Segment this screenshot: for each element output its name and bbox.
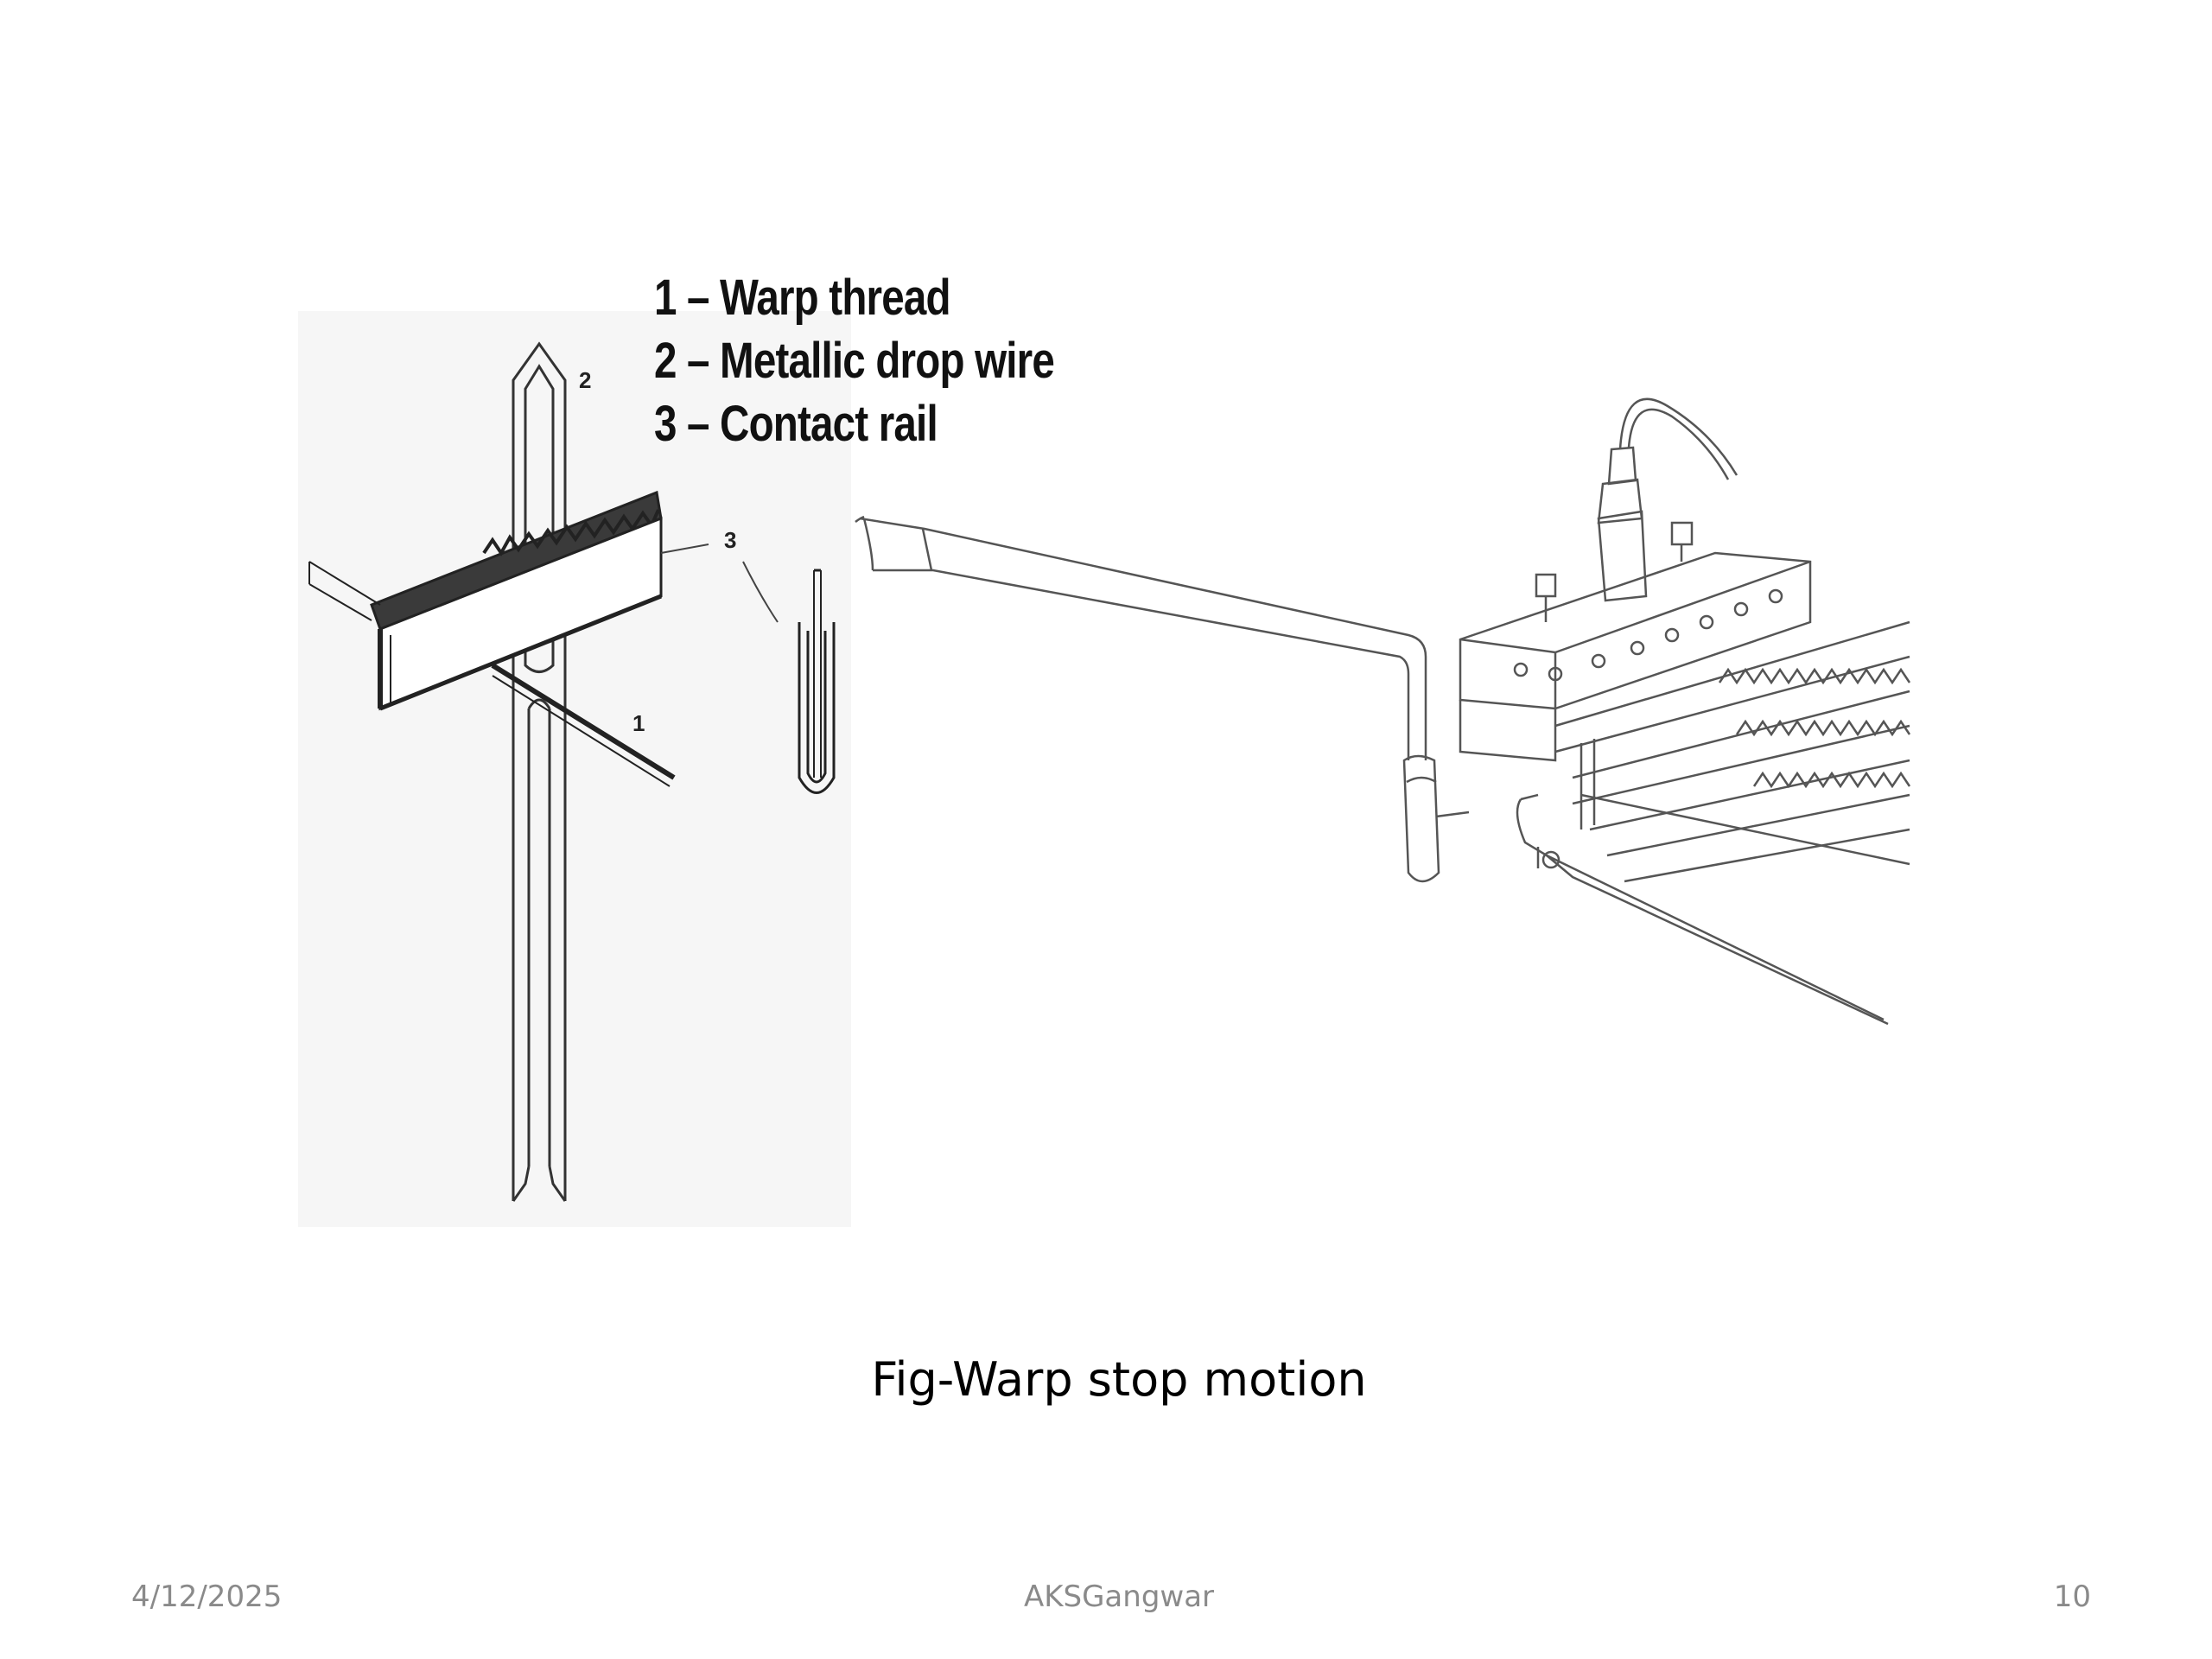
page-number: 10	[2053, 1580, 2091, 1614]
footer-date: 4/12/2025	[131, 1580, 283, 1614]
callout-2: 2	[579, 367, 592, 393]
legend-item-contact-rail: 3 – Contact rail	[654, 396, 938, 452]
contact-rail	[308, 490, 663, 711]
warp-thread	[491, 663, 676, 787]
footer-author: AKSGangwar	[1023, 1580, 1215, 1614]
callout-1: 1	[632, 710, 645, 736]
stop-motion-assembly	[855, 397, 1911, 1026]
figure-caption: Fig-Warp stop motion	[871, 1352, 1367, 1407]
callout-3: 3	[724, 527, 737, 553]
legend-item-warp-thread: 1 – Warp thread	[654, 270, 951, 326]
legend-item-drop-wire: 2 – Metallic drop wire	[654, 333, 1055, 389]
diagram-legend: 1 – Warp thread 2 – Metallic drop wire 3…	[654, 266, 1055, 455]
rail-cross-section	[798, 569, 836, 794]
callout-leaders	[660, 543, 779, 623]
scan-background	[298, 311, 851, 1227]
